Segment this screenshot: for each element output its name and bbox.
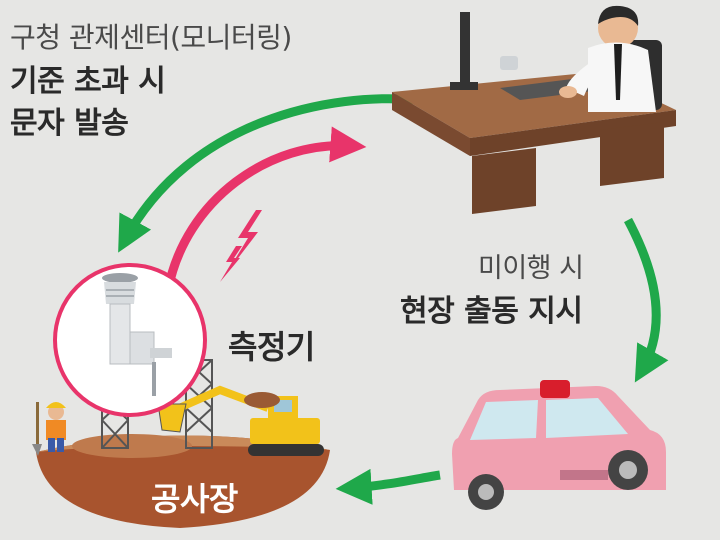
- meter-label: 측정기: [228, 328, 315, 366]
- arrow-car-to-site: [335, 468, 441, 505]
- condition-text-line2: 문자 발송: [10, 106, 129, 141]
- site-label: 공사장: [151, 480, 238, 518]
- signal-bolt-icon-small: [220, 246, 242, 282]
- arrow-meter-to-center: [163, 126, 367, 291]
- construction-site: [32, 359, 330, 528]
- arrow-center-to-meter: [118, 94, 419, 253]
- noncompliance-label: 미이행 시: [478, 253, 584, 284]
- control-center-desk: [392, 5, 676, 214]
- condition-text-line1: 기준 초과 시: [10, 64, 166, 99]
- dispatch-order-label: 현장 출동 지시: [400, 294, 583, 329]
- arrow-center-to-car: [624, 217, 669, 383]
- patrol-car: [452, 380, 666, 510]
- control-center-label: 구청 관제센터(모니터링): [10, 21, 292, 54]
- meter-device: [53, 263, 207, 417]
